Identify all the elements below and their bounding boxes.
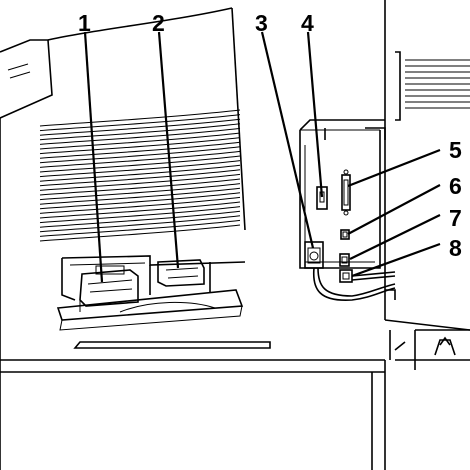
vent-slat [39,219,241,237]
vent-slat [39,206,241,224]
vent-slat [39,215,241,233]
toner-cartridge-2 [157,259,205,287]
vent-slat [39,164,241,182]
vent-slat [39,109,241,127]
vent-slat [39,201,241,219]
usb-port [340,229,350,240]
vent-slat [39,155,241,173]
vent-slat [39,141,241,159]
leader-line-1 [83,31,104,283]
printer-base [0,341,386,470]
printer-body-left [0,7,246,470]
connector-panel [299,119,386,269]
leader-line-5 [347,148,441,188]
vent-slat [39,224,241,242]
leader-line-2 [157,31,180,269]
vent-slat [39,137,241,155]
network-cable-connector [339,269,396,283]
vent-slat [39,178,241,196]
vent-slat [39,150,241,168]
callout-3: 3 [255,10,268,36]
vent-slat [39,160,241,178]
vent-slat [39,187,241,205]
vent-slat [39,132,241,150]
cartridge-bay [61,255,246,301]
callout-labels: 1 2 3 4 5 6 7 8 [78,10,462,261]
leader-line-6 [347,184,441,235]
leader-line-3 [260,31,315,249]
front-door-open [56,289,244,331]
vent-slat [39,146,241,164]
vent-slat [39,123,241,141]
vent-slat [39,127,241,145]
callout-7: 7 [449,205,462,231]
leader-line-4 [306,31,324,198]
power-cord [312,267,396,301]
printer-body-right [384,0,470,370]
ventilation-grille [39,109,241,242]
ethernet-port [339,253,350,267]
vent-slat [39,173,241,191]
callout-6: 6 [449,173,462,199]
leader-lines [83,31,441,283]
callout-4: 4 [301,10,314,36]
callout-2: 2 [152,10,165,36]
vent-slat [39,169,241,187]
parallel-port [341,169,351,216]
ventilation-grille-right [405,59,470,109]
callout-5: 5 [449,137,462,163]
callout-1: 1 [78,10,91,36]
callout-8: 8 [449,235,462,261]
vent-slat [39,114,241,132]
leader-line-8 [351,242,441,278]
power-switch [304,241,324,269]
vent-slat [39,196,241,214]
vent-slat [39,210,241,228]
vent-slat [39,192,241,210]
vent-slat [39,183,241,201]
leader-line-7 [349,214,441,260]
vent-slat [39,118,241,136]
